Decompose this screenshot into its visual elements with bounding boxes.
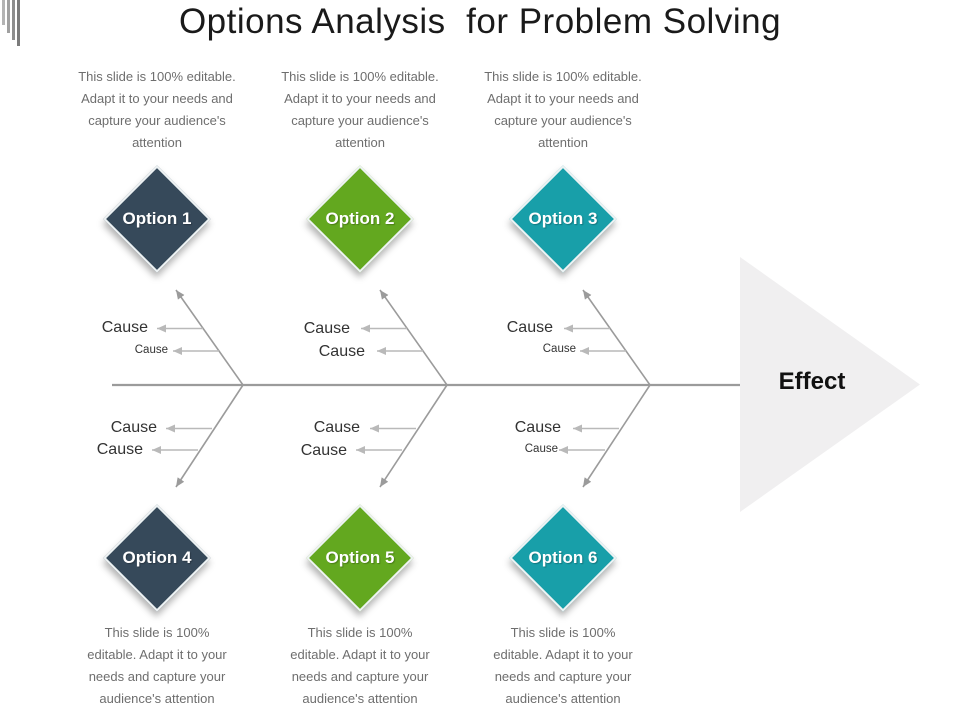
cause-label: Cause (300, 442, 347, 459)
option-1-diamond: Option 1 (103, 165, 211, 273)
logo-bar (12, 0, 15, 40)
option-2-diamond: Option 2 (306, 165, 414, 273)
option-4-diamond: Option 4 (103, 504, 211, 612)
note-line: editable. Adapt it to your (290, 647, 430, 662)
note-line: This slide is 100% (104, 625, 210, 640)
cause-label: Cause (318, 343, 365, 360)
note-line: Adapt it to your needs and (487, 91, 639, 106)
branch-line (582, 384, 651, 488)
branch-line (175, 384, 244, 488)
cause-label: Cause (110, 419, 157, 436)
note-line: attention (132, 135, 182, 150)
option-label: Option 2 (325, 209, 395, 228)
branch-line (379, 289, 448, 386)
logo-bar (2, 0, 5, 25)
cause-label: Cause (514, 419, 561, 436)
branch-line (582, 289, 651, 386)
cause-label: Cause (313, 419, 360, 436)
cause-label: Cause (96, 441, 143, 458)
note-line: editable. Adapt it to your (493, 647, 633, 662)
option-label: Option 4 (122, 548, 192, 567)
note-bottom-1: This slide is 100% editable. Adapt it to… (57, 622, 257, 710)
note-line: This slide is 100% (307, 625, 413, 640)
note-line: This slide is 100% (510, 625, 616, 640)
note-line: editable. Adapt it to your (87, 647, 227, 662)
note-line: Adapt it to your needs and (81, 91, 233, 106)
cause-label: Cause (101, 319, 148, 336)
effect-label: Effect (778, 368, 846, 395)
note-bottom-3: This slide is 100% editable. Adapt it to… (463, 622, 663, 710)
logo-bar (7, 0, 10, 33)
note-line: needs and capture your (88, 669, 226, 684)
note-top-3: This slide is 100% editable. Adapt it to… (463, 66, 663, 154)
note-line: capture your audience's (88, 113, 226, 128)
note-top-1: This slide is 100% editable. Adapt it to… (57, 66, 257, 154)
option-label: Option 3 (528, 209, 598, 228)
cause-label: Cause (134, 344, 168, 356)
note-line: needs and capture your (494, 669, 632, 684)
page-title: Options Analysis for Problem Solving (178, 2, 782, 41)
note-bottom-2: This slide is 100% editable. Adapt it to… (260, 622, 460, 710)
note-line: This slide is 100% editable. (484, 69, 642, 84)
note-line: attention (335, 135, 385, 150)
note-line: audience's attention (302, 691, 418, 706)
effect-triangle (740, 257, 920, 512)
option-6-diamond: Option 6 (509, 504, 617, 612)
branch-line (175, 289, 244, 386)
note-line: audience's attention (505, 691, 621, 706)
note-line: capture your audience's (494, 113, 632, 128)
option-label: Option 6 (528, 548, 598, 567)
cause-label: Cause (542, 343, 576, 355)
note-line: audience's attention (99, 691, 215, 706)
note-line: Adapt it to your needs and (284, 91, 436, 106)
option-label: Option 1 (122, 209, 192, 228)
note-line: capture your audience's (291, 113, 429, 128)
note-line: needs and capture your (291, 669, 429, 684)
note-line: attention (538, 135, 588, 150)
logo-bar (17, 0, 20, 46)
note-top-2: This slide is 100% editable. Adapt it to… (260, 66, 460, 154)
note-line: This slide is 100% editable. (78, 69, 236, 84)
option-5-diamond: Option 5 (306, 504, 414, 612)
note-line: This slide is 100% editable. (281, 69, 439, 84)
cause-label: Cause (506, 319, 553, 336)
cause-label: Cause (524, 443, 558, 455)
branch-line (379, 384, 448, 488)
option-label: Option 5 (325, 548, 395, 567)
cause-label: Cause (303, 320, 350, 337)
logo-bars-icon (2, 0, 22, 46)
option-3-diamond: Option 3 (509, 165, 617, 273)
